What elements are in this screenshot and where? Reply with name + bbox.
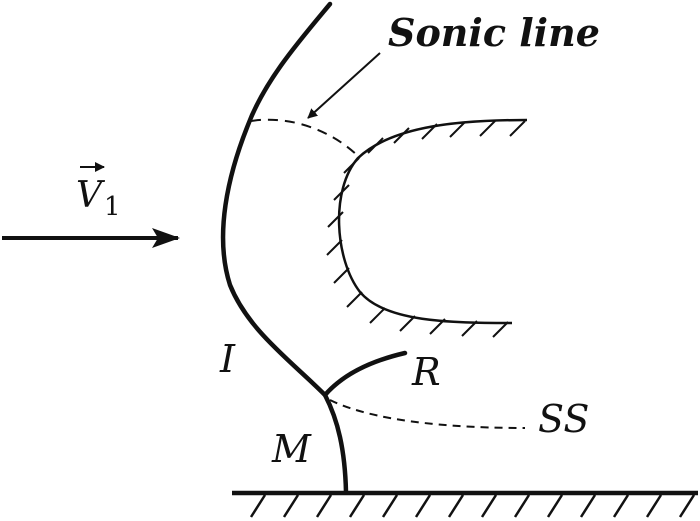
reflected-shock-curve	[322, 350, 408, 398]
slip-stream-label: SS	[538, 397, 589, 441]
mach-stem-curve	[322, 392, 349, 495]
reflected-shock-label: R	[411, 350, 441, 394]
incident-shock-label: I	[219, 337, 236, 381]
ground-hatching	[249, 494, 696, 518]
blunt-body-outline	[337, 118, 528, 325]
sonic-line-curve	[250, 118, 361, 159]
sonic-line-pointer-arrow	[307, 52, 381, 119]
body-hatching	[326, 120, 526, 338]
velocity-subscript: 1	[104, 192, 121, 222]
incident-shock-curve	[220, 1, 333, 398]
sonic-line-label: Sonic line	[388, 10, 600, 55]
velocity-label: V1	[76, 175, 121, 222]
velocity-symbol: V	[76, 175, 106, 216]
slip-stream-line	[329, 399, 526, 429]
mach-stem-label: M	[271, 427, 312, 471]
